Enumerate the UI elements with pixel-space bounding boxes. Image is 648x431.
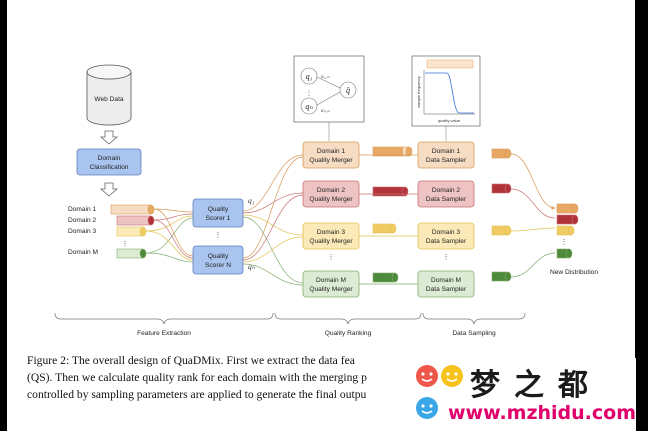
merger-3-label-1: Domain 3 [317, 229, 346, 236]
domain-classification-label-1: Domain [98, 155, 121, 162]
web-data-label: Web Data [94, 96, 124, 103]
domain-3-quality-merger-box [302, 222, 360, 250]
inset-wn: αₙ,ₘ [321, 109, 331, 114]
figure-caption: Figure 2: The overall design of QuaDMix.… [27, 352, 627, 403]
stage-data-sampling: Data Sampling [452, 330, 496, 337]
sampler-to-output-links [510, 153, 556, 278]
sampler-m-label-1: Domain M [431, 277, 461, 284]
domain-classification-label-2: Classification [90, 164, 129, 171]
domain-m-quality-merger-box [302, 270, 360, 298]
domain-3-feature-cylinder [116, 226, 147, 237]
inset-qn: qₙ [305, 102, 313, 111]
watermark-faces-icon [416, 365, 463, 419]
domain-classification-box [76, 148, 142, 176]
new-distribution-stack: ⋮ [556, 203, 579, 259]
quadmix-diagram: Web Data Domain Classification Domain 1 … [54, 55, 598, 337]
sampler-inset-xlabel: quality value [438, 118, 461, 123]
merger-1-label-2: Quality Merger [309, 157, 353, 164]
sampler-1-label-2: Data Sampler [426, 157, 467, 164]
sampler-2-label-1: Domain 2 [432, 187, 461, 194]
sampler-1-label-1: Domain 1 [432, 148, 461, 155]
sampler-3-label-1: Domain 3 [432, 229, 461, 236]
merger-2-label-2: Quality Merger [309, 196, 353, 203]
domain-ellipsis: ⋮ [122, 241, 129, 248]
merger-m-label-1: Domain M [316, 277, 346, 284]
domain-label-m: Domain M [68, 249, 98, 256]
scorer-ellipsis: ⋮ [215, 232, 222, 239]
merger-2-label-1: Domain 2 [317, 187, 346, 194]
domain-1-data-sampler-box [417, 141, 475, 169]
new-distribution-label: New Distribution [550, 269, 598, 276]
inset-qhat: q̂ [346, 86, 350, 95]
domain-m-data-sampler-box [417, 270, 475, 298]
domain-2-data-sampler-box [417, 180, 475, 208]
quality-scorer-1-box [192, 198, 244, 228]
sampler-inset-ylabel: sample frequency [416, 76, 421, 108]
sampler-3-label-2: Data Sampler [426, 238, 467, 245]
quality-scorer-n-label-2: Scorer N [205, 262, 231, 269]
watermark-url: www.mzhidu.com [448, 402, 637, 424]
quality-merger-inset: q₁ qₙ q̂ α₁,ₘ αₙ,ₘ ⋮ [293, 55, 365, 123]
stage-feature-extraction: Feature Extraction [137, 330, 191, 337]
down-arrow-icon [99, 182, 119, 197]
watermark: 梦之都 www.mzhidu.com [408, 358, 636, 431]
quality-scorer-1-label-2: Scorer 1 [206, 215, 231, 222]
web-data-database-icon [86, 64, 132, 126]
qn-label: qₙ [248, 262, 256, 271]
caption-line-1: Figure 2: The overall design of QuaDMix.… [27, 354, 355, 367]
quality-scorer-n-label-1: Quality [208, 253, 229, 260]
quality-scorer-1-label-1: Quality [208, 206, 229, 213]
scorer-to-merger-links [242, 154, 304, 286]
stage-quality-ranking: Quality Ranking [325, 330, 372, 337]
domain-1-quality-merger-box [302, 141, 360, 169]
domain-1-feature-cylinder [110, 204, 155, 215]
quality-scorer-n-box [192, 245, 244, 275]
domain-label-2: Domain 2 [68, 217, 97, 224]
sampler-2-label-2: Data Sampler [426, 196, 467, 203]
domain-label-3: Domain 3 [68, 228, 97, 235]
inset-w1: α₁,ₘ [321, 75, 331, 80]
watermark-title: 梦之都 [470, 368, 602, 403]
svg-text:⋮: ⋮ [443, 254, 450, 261]
merger-row-m [302, 270, 512, 298]
inset-q1: q₁ [306, 72, 313, 81]
domain-2-feature-cylinder [116, 215, 155, 226]
svg-text:⋮: ⋮ [328, 254, 335, 261]
domain-label-1: Domain 1 [68, 206, 97, 213]
domain-m-feature-cylinder [116, 248, 147, 259]
svg-text:⋮: ⋮ [561, 239, 568, 246]
merger-row-1 [302, 141, 512, 169]
domain-2-quality-merger-box [302, 180, 360, 208]
sampler-m-label-2: Data Sampler [426, 286, 467, 293]
merger-3-label-2: Quality Merger [309, 238, 353, 245]
domain-to-scorer-links [145, 208, 194, 263]
down-arrow-icon [99, 130, 119, 145]
merger-m-label-2: Quality Merger [309, 286, 353, 293]
q1-label: q₁ [248, 196, 255, 205]
svg-text:⋮: ⋮ [306, 91, 312, 97]
figure-page: Web Data Domain Classification Domain 1 … [7, 0, 635, 431]
merger-to-sampler-links [359, 154, 418, 285]
domain-3-data-sampler-box [417, 222, 475, 250]
caption-line-2: (QS). Then we calculate quality rank for… [27, 371, 367, 384]
merger-1-label-1: Domain 1 [317, 148, 346, 155]
merger-row-2 [302, 180, 512, 208]
stage-braces [54, 312, 526, 325]
caption-line-3: controlled by sampling parameters are ap… [27, 388, 367, 401]
data-sampler-inset: quality value sample frequency [411, 55, 481, 127]
